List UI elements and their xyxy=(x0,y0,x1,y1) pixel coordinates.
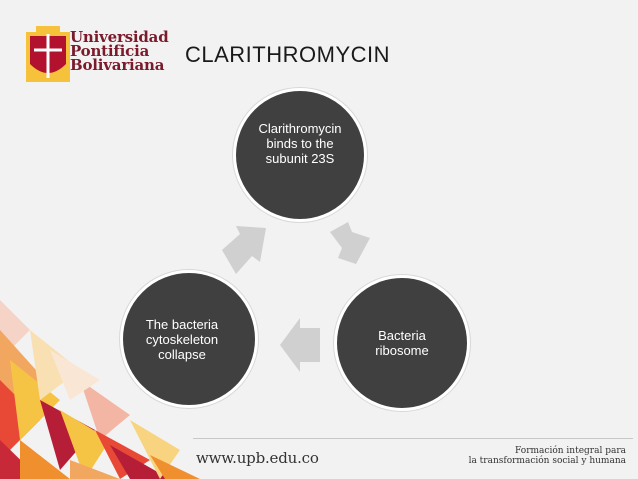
footer-tagline: Formación integral para la transformació… xyxy=(469,446,626,466)
cycle-node-ribosome: Bacteria ribosome xyxy=(334,275,470,411)
logo-line-3: Bolivariana xyxy=(70,56,165,74)
cycle-node-collapse: The bacteria cytoskeleton collapse xyxy=(120,270,258,408)
slide-title: CLARITHROMYCIN xyxy=(185,42,391,67)
cycle-node-binding: Clarithromycin binds to the subunit 23S xyxy=(233,88,367,222)
arrow-right-to-left xyxy=(280,318,320,372)
footer-tagline-line-1: Formación integral para xyxy=(515,446,626,456)
logo-line-2: Pontificia xyxy=(70,42,150,60)
cycle-node-label: The bacteria cytoskeleton collapse xyxy=(145,316,219,362)
footer-divider xyxy=(193,438,633,439)
university-logo xyxy=(26,26,70,82)
cycle-node-label: Clarithromycin binds to the subunit 23S xyxy=(258,120,342,166)
arrow-left-to-top xyxy=(222,226,266,274)
cycle-node-label: Bacteria ribosome xyxy=(375,328,429,358)
arrow-top-to-right xyxy=(330,222,370,264)
footer-tagline-line-2: la transformación social y humana xyxy=(468,456,626,466)
university-name: Universidad Pontificia Bolivariana xyxy=(70,28,169,74)
footer-url[interactable]: www.upb.edu.co xyxy=(196,449,319,467)
logo-line-1: Universidad xyxy=(70,28,169,46)
